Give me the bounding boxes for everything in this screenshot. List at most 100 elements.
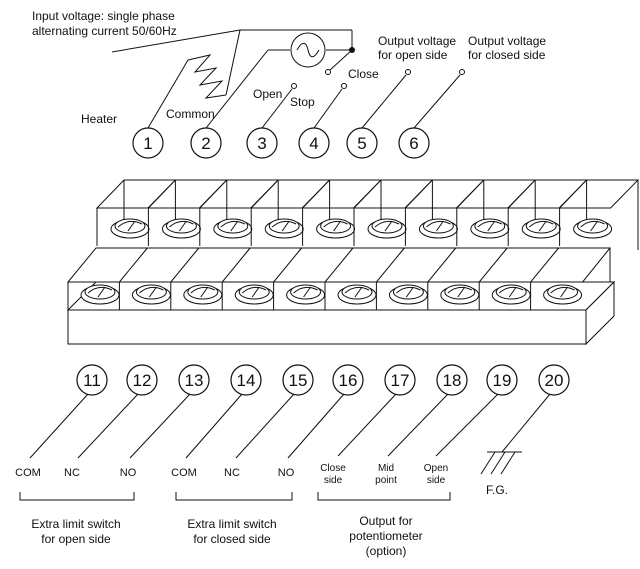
ac-source-icon [290, 32, 326, 68]
lower-terminal-screw [131, 284, 171, 305]
lower-terminal-screw [543, 284, 583, 305]
terminal-3-circle [246, 127, 278, 159]
terminal-18-number: 18 [443, 371, 462, 390]
terminal-17-number: 17 [391, 371, 410, 390]
upper-terminal-screw [264, 218, 304, 239]
close-contact [325, 69, 331, 75]
output-closed-contact [459, 69, 465, 75]
fg-label: F.G. [486, 483, 508, 497]
terminal-1-circle [132, 127, 164, 159]
bottom-wiring [29, 393, 551, 475]
heater-label: Heater [81, 112, 117, 126]
terminal-block [66, 179, 640, 346]
stop-contact [341, 83, 347, 89]
open-label: Open [253, 87, 282, 101]
block-base-front [67, 309, 587, 345]
closed-switch-caption-line1: Extra limit switch [187, 517, 276, 531]
common-label: Common [166, 107, 215, 121]
terminal-20-number: 20 [545, 371, 564, 390]
terminal-3-number: 3 [257, 134, 266, 153]
bottom-terminals: 11 12 13 14 15 16 17 18 19 20 [76, 364, 570, 396]
terminal-20-circle [538, 364, 570, 396]
upper-terminal-screw [418, 218, 458, 239]
open-side-label-line2: side [427, 475, 446, 486]
no-label-closed: NO [278, 467, 295, 479]
output-open-contact [405, 69, 411, 75]
terminal-17-circle [384, 364, 416, 396]
terminal-15-number: 15 [289, 371, 308, 390]
upper-terminal-screw [316, 218, 356, 239]
no-label-open: NO [120, 467, 137, 479]
top-labels: Input voltage: single phase alternating … [32, 9, 546, 126]
upper-terminal-screw [470, 218, 510, 239]
upper-terminal-screw [367, 218, 407, 239]
terminal-11-circle [76, 364, 108, 396]
input-voltage-label-line2: alternating current 50/60Hz [32, 24, 177, 38]
terminal-6-circle [398, 127, 430, 159]
stop-label: Stop [290, 95, 315, 109]
terminal-16-number: 16 [339, 371, 358, 390]
open-switch-caption-line1: Extra limit switch [31, 517, 120, 531]
open-switch-bracket [19, 492, 135, 501]
mid-point-label-line2: point [375, 475, 397, 486]
open-side-label-line1: Open [424, 463, 448, 474]
upper-terminal-screw [213, 218, 253, 239]
upper-terminal-screw [521, 218, 561, 239]
terminal-19-number: 19 [493, 371, 512, 390]
terminal-18-circle [436, 364, 468, 396]
output-open-label-line2: for open side [378, 48, 448, 62]
terminal-2-number: 2 [201, 134, 210, 153]
terminal-14-number: 14 [237, 371, 256, 390]
terminal-5-circle [346, 127, 378, 159]
terminal-15-circle [282, 364, 314, 396]
terminal-1-number: 1 [143, 134, 152, 153]
terminal-4-circle [298, 127, 330, 159]
terminal-13-circle [178, 364, 210, 396]
potentiometer-caption-line1: Output for [359, 514, 412, 528]
lower-terminal-screw [337, 284, 377, 305]
lower-terminal-screw [183, 284, 223, 305]
frame-ground-icon [480, 451, 522, 475]
terminal-11-number: 11 [83, 371, 101, 390]
bottom-labels: COM NC NO COM NC NO Close side Mid point… [15, 463, 508, 497]
potentiometer-bracket [317, 492, 451, 501]
terminal-14-circle [230, 364, 262, 396]
lower-terminal-screw [388, 284, 428, 305]
lower-terminal-screw [440, 284, 480, 305]
output-open-label-line1: Output voltage [378, 34, 456, 48]
terminal-4-number: 4 [309, 134, 318, 153]
upper-terminal-screw [573, 218, 613, 239]
open-switch-caption-line2: for open side [41, 532, 111, 546]
potentiometer-caption-line3: (option) [366, 544, 407, 558]
lower-terminal-screw [286, 284, 326, 305]
mid-point-label-line1: Mid [378, 463, 394, 474]
close-label: Close [348, 67, 379, 81]
terminal-6-number: 6 [409, 134, 418, 153]
block-base-side [585, 280, 615, 346]
terminal-13-number: 13 [185, 371, 204, 390]
close-side-label-line2: side [324, 475, 343, 486]
terminal-19-circle [486, 364, 518, 396]
input-voltage-label-line1: Input voltage: single phase [32, 9, 175, 23]
upper-terminal-screw [161, 218, 201, 239]
nc-label-closed: NC [224, 467, 240, 479]
terminal-12-circle [126, 364, 158, 396]
output-closed-label-line2: for closed side [468, 48, 546, 62]
top-terminals: 1 2 3 4 5 6 [132, 127, 430, 159]
closed-switch-bracket [175, 492, 293, 501]
lower-terminal-screw [80, 284, 120, 305]
nc-label-open: NC [64, 467, 80, 479]
potentiometer-caption-line2: potentiometer [349, 529, 422, 543]
com-label-open: COM [15, 467, 41, 479]
terminal-12-number: 12 [133, 371, 152, 390]
terminal-2-circle [190, 127, 222, 159]
terminal-5-number: 5 [357, 134, 366, 153]
group-captions: Extra limit switch for open side Extra l… [31, 514, 422, 558]
lower-terminal-cell [529, 247, 612, 310]
open-contact [291, 83, 297, 89]
upper-terminal-screw [110, 218, 150, 239]
closed-switch-caption-line2: for closed side [193, 532, 271, 546]
terminal-16-circle [332, 364, 364, 396]
close-side-label-line1: Close [320, 463, 346, 474]
